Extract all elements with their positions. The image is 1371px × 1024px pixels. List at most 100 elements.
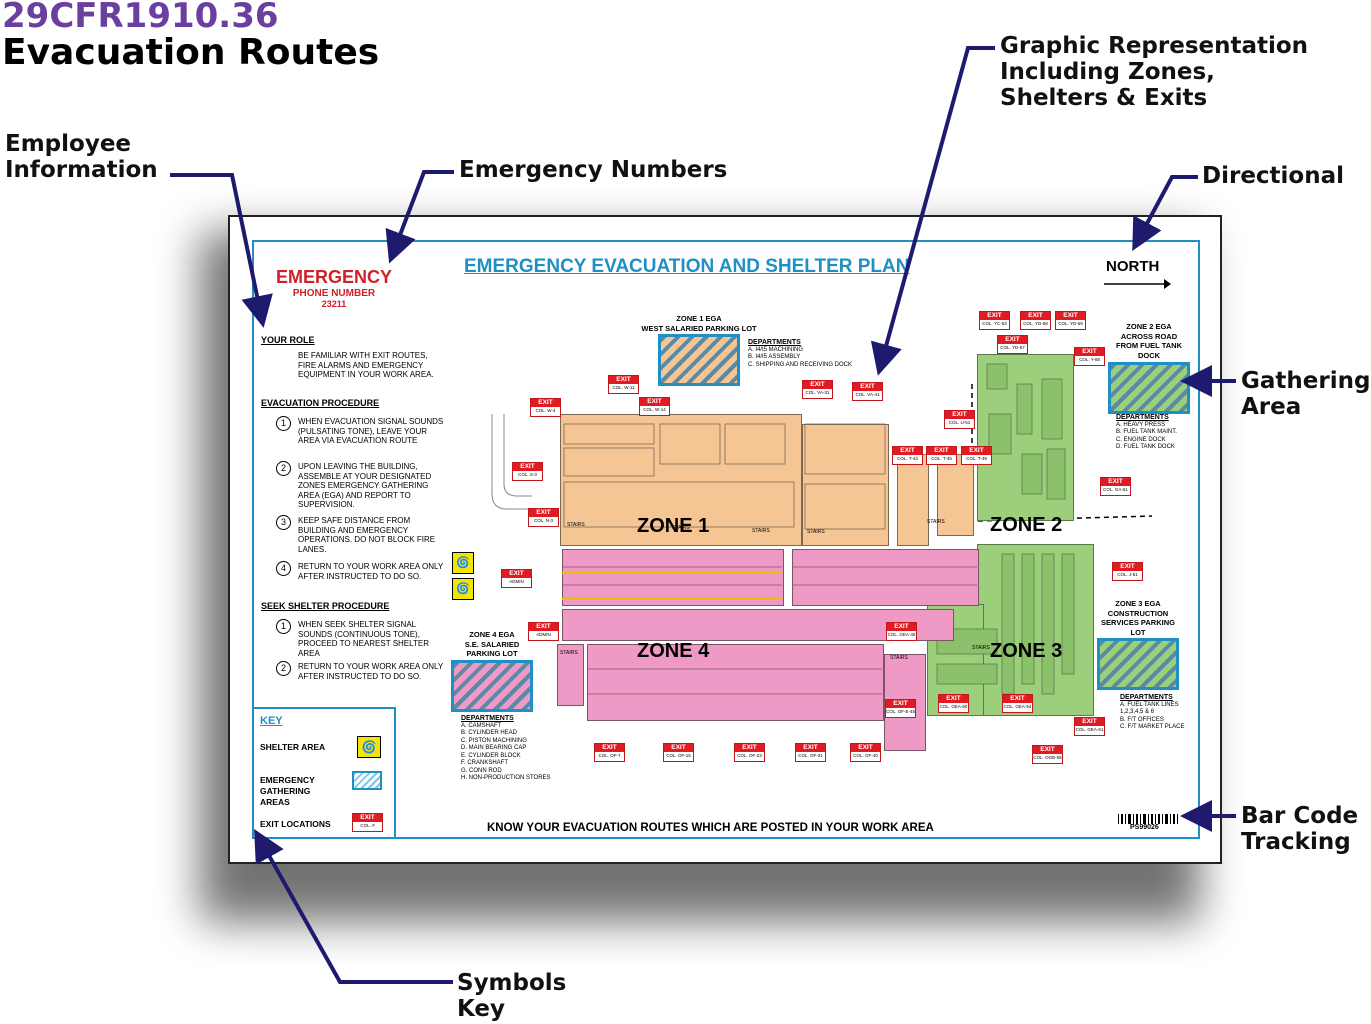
evacuation-sign: EMERGENCY EVACUATION AND SHELTER PLAN NO… xyxy=(228,215,1222,864)
tornado-shelter-icon: 🌀 xyxy=(357,736,381,758)
barcode-icon xyxy=(1118,814,1178,824)
stairs-label: STAIRS xyxy=(807,529,825,535)
evacuation-step-text: WHEN EVACUATION SIGNAL SOUNDS (PULSATING… xyxy=(298,417,444,445)
regulation-code: 29CFR1910.36 xyxy=(2,0,279,36)
ega1-title: ZONE 1 EGA xyxy=(676,314,722,323)
key-shelter-label: SHELTER AREA xyxy=(260,742,326,752)
floor-plan: ZONE 1 ZONE 2 ZONE 3 xyxy=(452,354,1172,764)
phone-number-label: PHONE NUMBER xyxy=(292,288,376,299)
step-number: 2 xyxy=(276,461,291,476)
evacuation-procedure-heading: EVACUATION PROCEDURE xyxy=(261,398,380,408)
shelter-step-text: WHEN SEEK SHELTER SIGNAL SOUNDS (CONTINU… xyxy=(298,620,429,658)
zone3-label: ZONE 3 xyxy=(990,640,1063,662)
evacuation-step-text: UPON LEAVING THE BUILDING, ASSEMBLE AT Y… xyxy=(298,462,432,509)
tornado-shelter-icon: 🌀 xyxy=(452,552,474,574)
departments-zone3: DEPARTMENTS A. FUEL TANK LINES 1,2,3,4,5… xyxy=(1120,694,1185,730)
zone1-building xyxy=(560,414,802,546)
ega3-subtitle: CONSTRUCTION SERVICES PARKING LOT xyxy=(1101,608,1175,637)
page-title: Evacuation Routes xyxy=(2,32,380,73)
evacuation-step-text: KEEP SAFE DISTANCE FROM BUILDING AND EME… xyxy=(298,516,436,554)
your-role-heading: YOUR ROLE xyxy=(261,335,315,345)
key-ega-label: EMERGENCY GATHERING AREAS xyxy=(260,775,315,807)
zone4-building-north xyxy=(562,549,784,606)
callout-graphic-representation: Graphic Representation Including Zones, … xyxy=(1000,33,1309,111)
callout-emergency-numbers: Emergency Numbers xyxy=(459,157,728,183)
callout-directional: Directional xyxy=(1202,163,1345,189)
zone1-label: ZONE 1 xyxy=(637,515,710,537)
callout-gathering-area: Gathering Area xyxy=(1241,368,1371,420)
step-number: 4 xyxy=(276,561,291,576)
zone1-building-east xyxy=(802,424,889,546)
ega2-title: ZONE 2 EGA xyxy=(1126,322,1172,331)
seek-shelter-heading: SEEK SHELTER PROCEDURE xyxy=(261,601,390,611)
zone4-admin xyxy=(557,644,584,706)
stairs-label: STAIRS xyxy=(567,522,585,528)
zone4-building-northeast xyxy=(792,549,979,606)
stairs-label: STAIRS xyxy=(672,525,690,531)
ega1-gathering-area xyxy=(658,334,740,386)
zone3-building xyxy=(977,544,1094,716)
step-number: 2 xyxy=(276,661,291,676)
callout-bar-code-tracking: Bar Code Tracking xyxy=(1241,803,1359,855)
footer-text: KNOW YOUR EVACUATION ROUTES WHICH ARE PO… xyxy=(487,822,934,834)
stairs-label: STAIRS xyxy=(890,655,908,661)
ega2-subtitle: ACROSS ROAD FROM FUEL TANK DOCK xyxy=(1116,331,1182,360)
symbols-key-box: KEY SHELTER AREA 🌀 EMERGENCY GATHERING A… xyxy=(254,707,396,839)
sign-border: EMERGENCY EVACUATION AND SHELTER PLAN NO… xyxy=(252,240,1200,839)
barcode-number: PS99026 xyxy=(1130,824,1159,831)
zone2-interior-lines xyxy=(986,363,1066,500)
ega1-subtitle: WEST SALARIED PARKING LOT xyxy=(641,324,757,333)
zone1-interior-lines xyxy=(563,423,886,530)
north-arrow-icon xyxy=(1104,279,1171,289)
callout-symbols-key: Symbols Key xyxy=(457,970,567,1022)
emergency-label: EMERGENCY xyxy=(275,267,392,287)
stairs-label: STAIRS xyxy=(927,519,945,525)
zone4-label: ZONE 4 xyxy=(637,640,710,662)
step-number: 3 xyxy=(276,515,291,530)
callout-employee-information: Employee Information xyxy=(5,131,158,183)
sign-title: EMERGENCY EVACUATION AND SHELTER PLAN xyxy=(464,256,910,277)
shelter-step-text: RETURN TO YOUR WORK AREA ONLY AFTER INST… xyxy=(298,662,444,681)
ega4-gathering-area xyxy=(451,660,533,712)
ega3-title: ZONE 3 EGA xyxy=(1115,599,1161,608)
key-title: KEY xyxy=(260,715,283,727)
zone4-building-south xyxy=(587,644,884,721)
step-number: 1 xyxy=(276,619,291,634)
ega4-title: ZONE 4 EGA xyxy=(469,630,515,639)
your-role-text: BE FAMILIAR WITH EXIT ROUTES, FIRE ALARM… xyxy=(298,351,434,379)
key-ega-swatch-icon xyxy=(352,771,382,790)
